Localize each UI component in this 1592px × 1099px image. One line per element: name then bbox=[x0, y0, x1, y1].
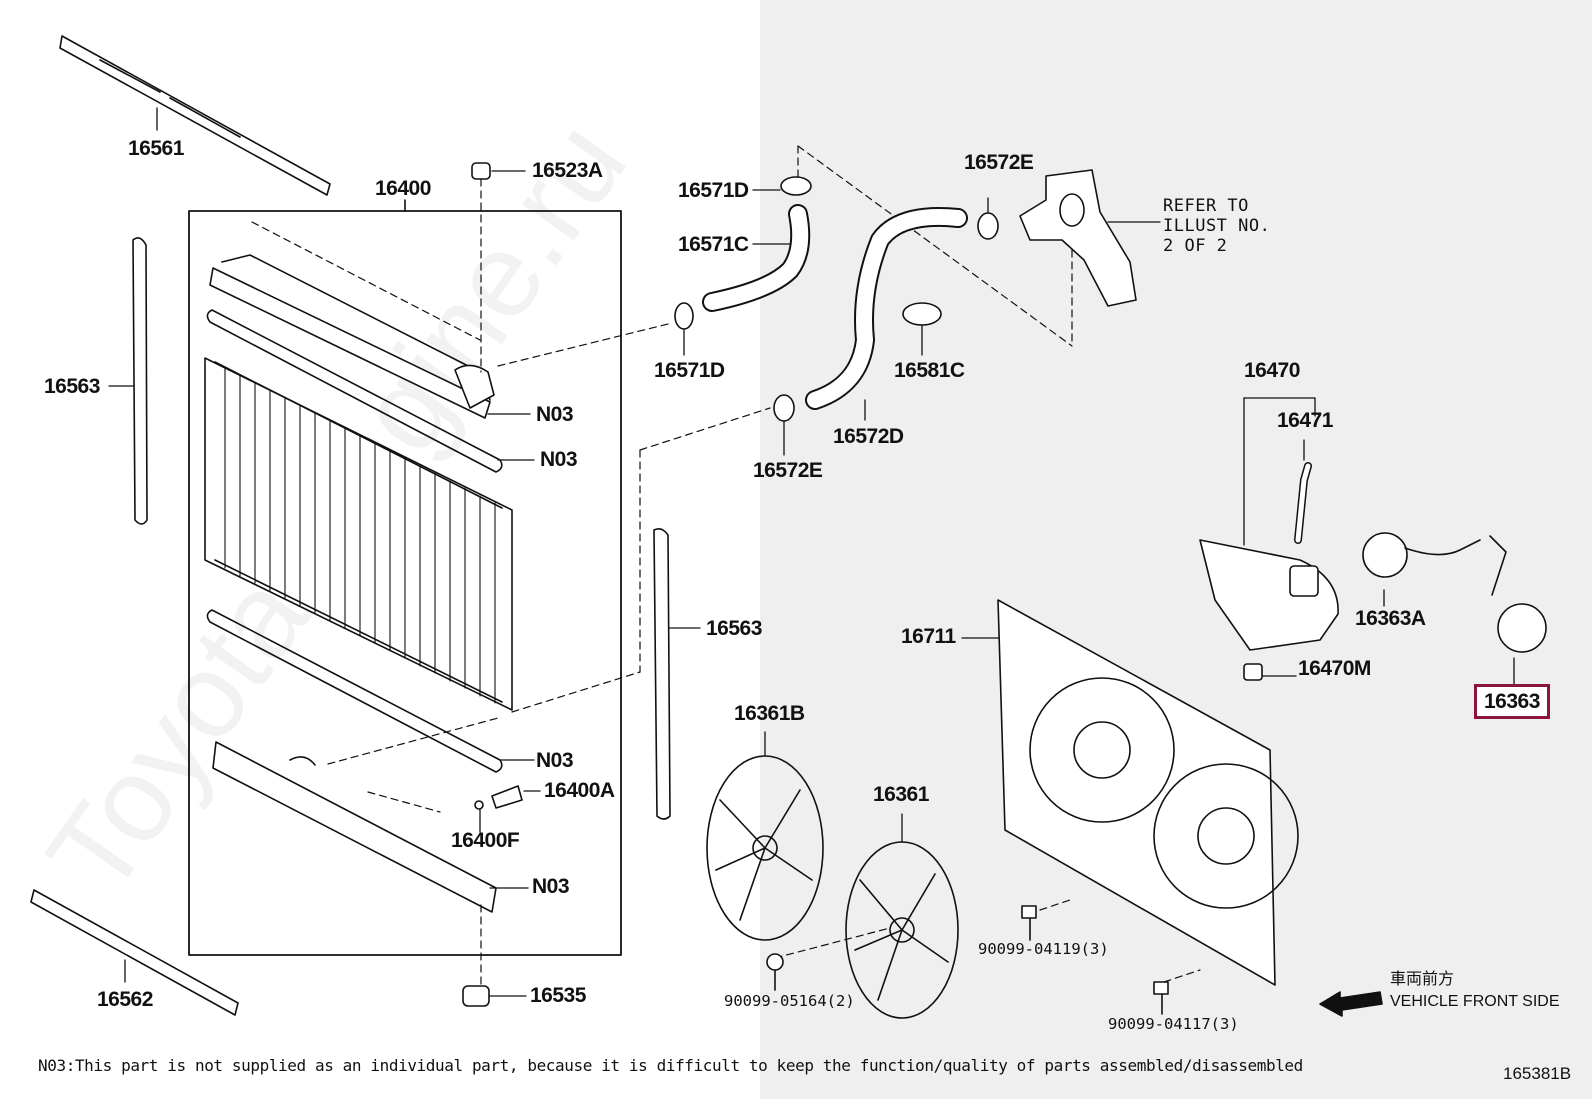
label-n03-upper-gasket: N03 bbox=[540, 448, 578, 471]
lower-seal-16562-drawing bbox=[30, 889, 239, 1016]
side-seal-right-drawing bbox=[653, 528, 671, 820]
label-bolt-90099-04119: 90099-04119(3) bbox=[978, 940, 1109, 958]
label-n03-lower-tank: N03 bbox=[532, 875, 570, 898]
bolt-90099-05164-drawing bbox=[766, 953, 784, 991]
label-n03-upper-tank: N03 bbox=[536, 403, 574, 426]
label-bolt-90099-04117: 90099-04117(3) bbox=[1108, 1015, 1239, 1033]
lower-tank-drawing bbox=[212, 741, 497, 913]
bolt-90099-04119-drawing bbox=[1021, 905, 1037, 941]
label-16572e-bottom: 16572E bbox=[753, 459, 823, 482]
label-16361: 16361 bbox=[873, 783, 929, 806]
label-16571d-top: 16571D bbox=[678, 179, 749, 202]
label-16470: 16470 bbox=[1244, 359, 1300, 382]
label-16523a: 16523A bbox=[532, 159, 603, 182]
clamp-16572e-bottom-drawing bbox=[773, 394, 795, 422]
bolt-90099-04117-drawing bbox=[1153, 981, 1169, 1015]
label-16711: 16711 bbox=[901, 625, 956, 648]
clamp-16571d-top-drawing bbox=[780, 176, 812, 196]
reservoir-hose-16471-drawing bbox=[1294, 462, 1312, 544]
refer-illustration-note: REFER TO ILLUST NO. 2 OF 2 bbox=[1163, 196, 1271, 256]
hose-16571c-drawing bbox=[702, 204, 811, 312]
upper-tank-drawing bbox=[209, 254, 495, 419]
reservoir-clip-16470m-drawing bbox=[1243, 663, 1263, 681]
hose-16572d-drawing bbox=[805, 206, 968, 410]
label-bolt-90099-05164: 90099-05164(2) bbox=[724, 992, 855, 1010]
label-16571d-bottom: 16571D bbox=[654, 359, 725, 382]
upper-seal-16561-drawing bbox=[59, 35, 331, 196]
label-n03-lower-gasket: N03 bbox=[536, 749, 574, 772]
drain-cock-drawing bbox=[491, 785, 523, 809]
cap-16523a-drawing bbox=[471, 162, 491, 180]
reservoir-tank-drawing bbox=[1199, 539, 1339, 651]
label-16535: 16535 bbox=[530, 984, 586, 1007]
n03-footnote: N03:This part is not supplied as an indi… bbox=[38, 1056, 1303, 1075]
label-16470m: 16470M bbox=[1298, 657, 1371, 680]
label-16563-left: 16563 bbox=[44, 375, 100, 398]
label-16471: 16471 bbox=[1277, 409, 1333, 432]
clamp-16572e-top-drawing bbox=[977, 212, 999, 240]
lower-gasket-drawing bbox=[206, 609, 503, 773]
fan-motor-16363-drawing bbox=[1489, 535, 1547, 653]
water-outlet-drawing bbox=[1019, 169, 1137, 307]
label-16561: 16561 bbox=[128, 137, 184, 160]
label-16572d: 16572D bbox=[833, 425, 904, 448]
label-16562: 16562 bbox=[97, 988, 153, 1011]
fan-16361b-drawing bbox=[706, 755, 824, 941]
clamp-16571d-bottom-drawing bbox=[674, 302, 694, 330]
label-16581c: 16581C bbox=[894, 359, 965, 382]
cushion-16535-drawing bbox=[462, 985, 490, 1007]
clamp-16581c-drawing bbox=[902, 302, 942, 326]
side-seal-left-drawing bbox=[132, 237, 148, 525]
fan-shroud-drawing bbox=[997, 599, 1299, 986]
label-16363-highlighted[interactable]: 16363 bbox=[1474, 684, 1550, 719]
fan-16361-drawing bbox=[845, 841, 959, 1019]
fan-motor-16363a-drawing bbox=[1362, 532, 1481, 578]
vehicle-front-label: VEHICLE FRONT SIDE bbox=[1390, 993, 1560, 1010]
vehicle-front-arrow-icon bbox=[1319, 991, 1383, 1017]
label-16400a: 16400A bbox=[544, 779, 615, 802]
label-16563-right: 16563 bbox=[706, 617, 762, 640]
figure-number: 165381B bbox=[1503, 1064, 1572, 1083]
vehicle-front-kanji: 車両前方 bbox=[1390, 969, 1455, 988]
label-16572e-top: 16572E bbox=[964, 151, 1034, 174]
label-16361b: 16361B bbox=[734, 702, 805, 725]
upper-gasket-drawing bbox=[206, 309, 503, 473]
radiator-core-drawing bbox=[204, 357, 513, 711]
label-16363a: 16363A bbox=[1355, 607, 1426, 630]
label-16571c: 16571C bbox=[678, 233, 749, 256]
label-16400: 16400 bbox=[375, 177, 431, 200]
label-16400f: 16400F bbox=[451, 829, 520, 852]
